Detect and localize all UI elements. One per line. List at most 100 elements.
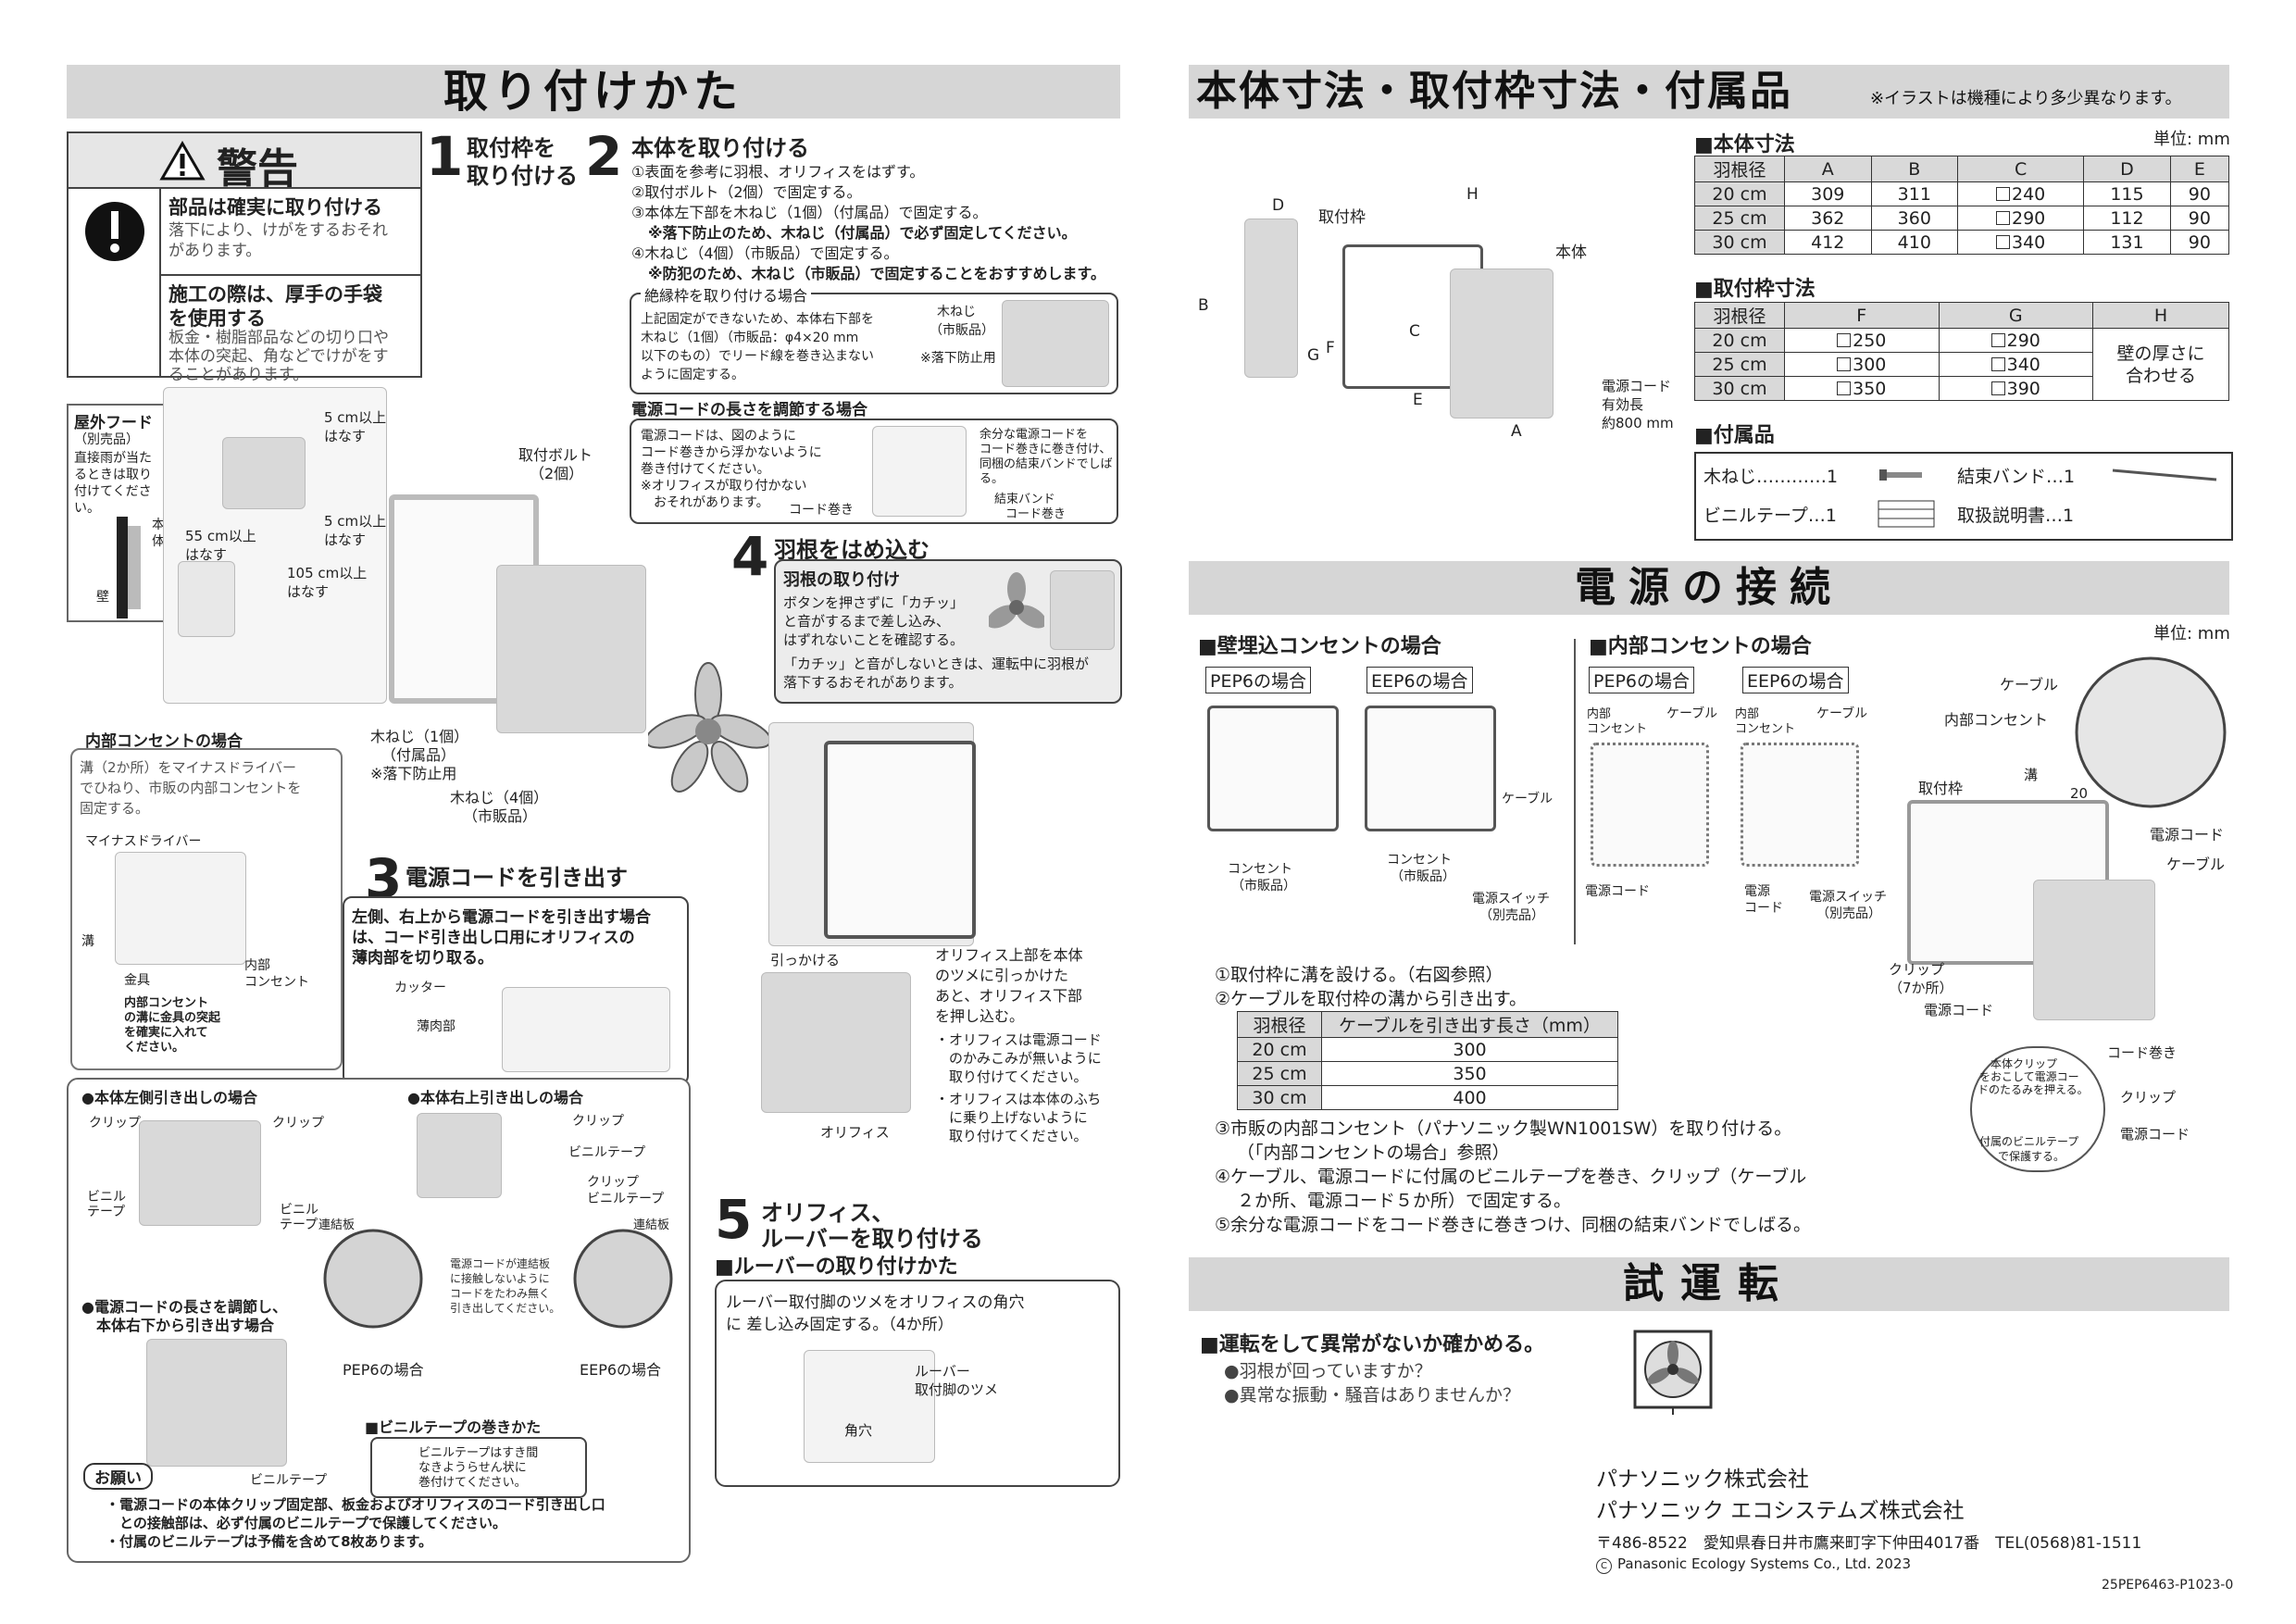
table-row: 20 cm 250 290 壁の厚さに 合わせる bbox=[1694, 328, 2229, 401]
orifice-hook-label: 引っかける bbox=[770, 952, 841, 968]
orifice-bullet-2: のかみこみが無いように bbox=[935, 1050, 1102, 1067]
wall-illustration bbox=[117, 517, 128, 618]
table-cell-value: 290 bbox=[2011, 207, 2046, 229]
table-cell: 25 cm bbox=[1237, 1061, 1322, 1086]
table-cell: 115 bbox=[2083, 181, 2171, 206]
cord-body-4: ※オリフィスが取り付かない bbox=[641, 479, 807, 493]
dim-D: D bbox=[1272, 196, 1285, 215]
cord-length-1: 電源コード bbox=[1602, 378, 1672, 394]
orifice-desc-1: オリフィス上部を本体 bbox=[935, 946, 1083, 964]
upper-pull-clip: クリップ bbox=[572, 1114, 624, 1129]
wall-outlet2-label-1: コンセント bbox=[1387, 853, 1452, 868]
inner-outlet-title: 内部コンセントの場合 bbox=[85, 732, 243, 751]
warning-item2-line2: 本体の突起、角などでけがをす bbox=[168, 347, 389, 366]
hood-title: 屋外フード bbox=[74, 414, 153, 432]
table-header: E bbox=[2169, 156, 2230, 182]
request-line-1: ・電源コードの本体クリップ固定部、板金およびオリフィスのコード引き出し口 bbox=[106, 1496, 605, 1513]
table-cell: 90 bbox=[2169, 230, 2230, 255]
insulation-frame-body-2: 木ねじ（1個）（市販品：φ4×20 mm bbox=[641, 331, 859, 345]
cord-right-4: る。 bbox=[980, 472, 1004, 486]
request-line-3: ・付属のビニルテープは予備を含めて8枚あります。 bbox=[106, 1533, 433, 1550]
tape-body-3: 巻付けてください。 bbox=[418, 1476, 527, 1490]
table-header: 羽根径 bbox=[1694, 302, 1785, 329]
clearance-5cm-b-2: はなす bbox=[324, 531, 367, 548]
company-name-2: パナソニック エコシステムズ株式会社 bbox=[1596, 1499, 1965, 1523]
inner-case-switch-2: （別売品） bbox=[1816, 906, 1881, 921]
accessory-tape: ビニルテープ…1 bbox=[1703, 506, 1837, 526]
wall-outlet-label-2: （市販品） bbox=[1231, 879, 1296, 893]
wall-pep-illustration bbox=[1207, 706, 1339, 831]
upper-pull-clip2: クリップ bbox=[587, 1175, 639, 1190]
step2-title: 本体を取り付ける bbox=[631, 135, 809, 161]
insulation-frame-screw-2: （市販品） bbox=[930, 323, 994, 338]
unit-label: 単位: mm bbox=[2153, 130, 2230, 149]
adjust-illustration bbox=[146, 1339, 287, 1467]
table-cell: 20 cm bbox=[1237, 1037, 1322, 1062]
step2-line1: ①表面を参考に羽根、オリフィスをはずす。 bbox=[631, 163, 925, 181]
step3-body-1: 左側、右上から電源コードを引き出す場合 bbox=[352, 908, 651, 927]
fan-mount-illustration bbox=[1050, 570, 1115, 650]
warning-item2-line1: 板金・樹脂部品などの切り口や bbox=[168, 329, 389, 347]
step3-title: 電源コードを引き出す bbox=[406, 865, 628, 891]
louver-leg-illustration bbox=[804, 1350, 935, 1463]
step1-bolt-2: （2個） bbox=[530, 465, 584, 482]
adjust-eep: EEP6の場合 bbox=[580, 1361, 662, 1379]
hood-body-3: 付けてくださ bbox=[74, 484, 152, 499]
power-unit-label: 単位: mm bbox=[2153, 624, 2230, 643]
step2-number: 2 bbox=[585, 125, 623, 188]
h-value-2: 合わせる bbox=[2125, 365, 2196, 386]
step1-number: 1 bbox=[426, 125, 464, 188]
left-pull-clip2: クリップ bbox=[272, 1116, 324, 1131]
table-cell: 90 bbox=[2169, 181, 2230, 206]
hood-body-4: い。 bbox=[74, 501, 100, 516]
company-address: 〒486-8522 愛知県春日井市鷹来町字下仲田4017番 TEL(0568)8… bbox=[1596, 1534, 2142, 1553]
table-header: D bbox=[2083, 156, 2171, 182]
wall-eep-illustration bbox=[1365, 706, 1496, 831]
upper-pull-plate: 連結板 bbox=[318, 1218, 356, 1232]
adjust-vinyl: ビニルテープ bbox=[250, 1473, 328, 1488]
band-icon bbox=[2112, 468, 2217, 481]
table-cell-value: 250 bbox=[1853, 330, 1887, 351]
table-row: 30 cm 400 bbox=[1237, 1085, 1618, 1110]
table-cell-value: 240 bbox=[2011, 183, 2046, 205]
main-body-illustration bbox=[1450, 269, 1554, 418]
fan-blade-box: 羽根の取り付け ボタンを押さずに「カチッ」 と音がするまで差し込み、 はずれない… bbox=[774, 559, 1122, 704]
step2-line2: ②取付ボルト（2個）で固定する。 bbox=[631, 183, 862, 201]
adjust-pep: PEP6の場合 bbox=[343, 1361, 424, 1379]
wall-illustration-light bbox=[128, 526, 141, 609]
step1-title-1: 取付枠を bbox=[467, 135, 555, 161]
louver-panel-illustration bbox=[824, 741, 976, 939]
screw4-label-1: 木ねじ（4個） bbox=[450, 789, 549, 806]
clearance-105cm-1: 105 cm以上 bbox=[287, 565, 368, 581]
wall-pep-label: PEP6の場合 bbox=[1205, 667, 1312, 693]
table-cell: 340 bbox=[1938, 352, 2093, 377]
dim-E: E bbox=[1413, 391, 1423, 409]
step4-number: 4 bbox=[731, 525, 769, 588]
rd-n20: 20 bbox=[2070, 785, 2089, 802]
table-cell: 309 bbox=[1784, 181, 1872, 206]
step2-line5: ④木ねじ（4個）（市販品）で固定する。 bbox=[631, 244, 899, 262]
cord-right-1: 余分な電源コードを bbox=[980, 428, 1089, 442]
h-value-1: 壁の厚さに bbox=[2116, 343, 2205, 364]
hood-box: 屋外フード （別売品） 直接雨が当た るときは取り 付けてくださ い。 本 体 … bbox=[67, 404, 181, 622]
inner-eep-illustration bbox=[1741, 743, 1859, 867]
upper-pull-plate2: 連結板 bbox=[633, 1218, 670, 1232]
inner-outlet-body-1: 溝（2か所）をマイナスドライバー bbox=[80, 759, 296, 776]
cord-right-3: 同梱の結束バンドでしば bbox=[980, 457, 1113, 471]
wall-switch-label-2: （別売品） bbox=[1479, 908, 1544, 923]
table-header: F bbox=[1784, 302, 1940, 329]
rd-cord2: 電源コード bbox=[1924, 1002, 1994, 1018]
orifice-bullet-6: 取り付けてください。 bbox=[935, 1128, 1088, 1144]
fitting-label: 金具 bbox=[124, 973, 150, 988]
rd-body-illustration bbox=[2033, 880, 2155, 1020]
orifice-desc-4: を押し込む。 bbox=[935, 1007, 1025, 1025]
left-pull-vinyl-2: テープ bbox=[87, 1205, 126, 1219]
request-title: お願い bbox=[83, 1463, 153, 1490]
dim-H: H bbox=[1466, 185, 1479, 204]
inner-case-cable: ケーブル bbox=[1666, 706, 1718, 721]
cord-length-3: 約800 mm bbox=[1602, 415, 1674, 431]
fan-test-icon bbox=[1633, 1330, 1713, 1415]
dim-C: C bbox=[1409, 322, 1420, 341]
power-section-title: 電源の接続 bbox=[1189, 561, 2229, 615]
cord-body-2: コード巻きから浮かないように bbox=[641, 445, 822, 460]
